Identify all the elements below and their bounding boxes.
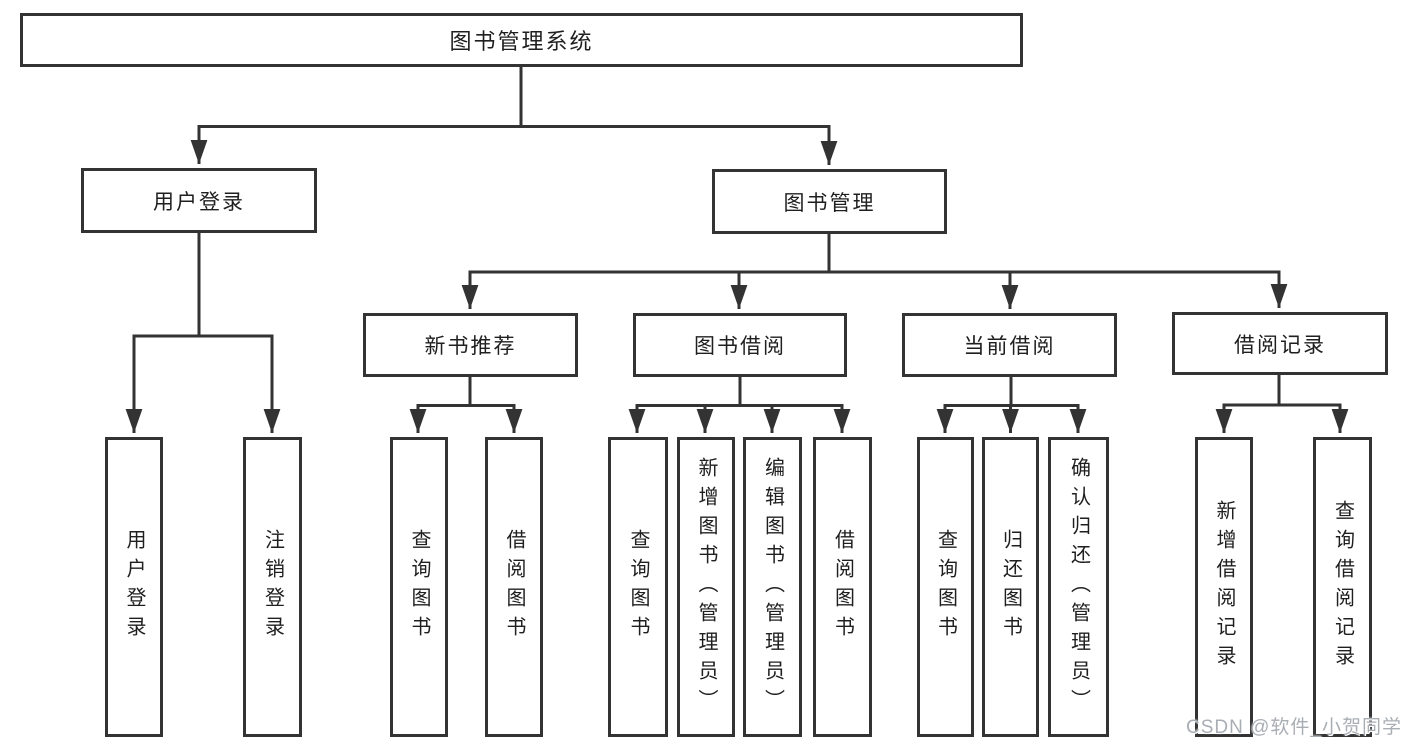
node-user-login: 用户登录 — [81, 168, 317, 233]
node-book-management: 图书管理 — [712, 169, 947, 234]
leaf-confirm-return-admin: 确认归还（管理员） — [1048, 437, 1109, 737]
leaf-return-books: 归还图书 — [982, 437, 1039, 737]
leaf-logout-login: 注销登录 — [243, 437, 302, 737]
leaf-add-book-admin: 新增图书（管理员） — [677, 437, 735, 737]
leaf-add-borrow-record: 新增借阅记录 — [1195, 437, 1253, 737]
csdn-watermark: CSDN @软件_小贺同学 — [1186, 717, 1402, 738]
leaf-borrowing-query-books: 查询图书 — [608, 437, 668, 737]
node-borrowing-records: 借阅记录 — [1172, 312, 1388, 375]
leaf-query-borrow-record: 查询借阅记录 — [1313, 437, 1372, 737]
node-new-book-recommendation: 新书推荐 — [363, 313, 578, 377]
leaf-recommend-query-books: 查询图书 — [390, 437, 448, 737]
leaf-user-login: 用户登录 — [105, 437, 163, 737]
node-current-borrowing: 当前借阅 — [902, 313, 1117, 377]
node-book-borrowing: 图书借阅 — [633, 313, 847, 377]
leaf-current-query-books: 查询图书 — [917, 437, 974, 737]
node-library-management-system: 图书管理系统 — [20, 13, 1023, 67]
leaf-edit-book-admin: 编辑图书（管理员） — [743, 437, 802, 737]
leaf-recommend-borrow-books: 借阅图书 — [485, 437, 543, 737]
leaf-borrow-books: 借阅图书 — [813, 437, 872, 737]
